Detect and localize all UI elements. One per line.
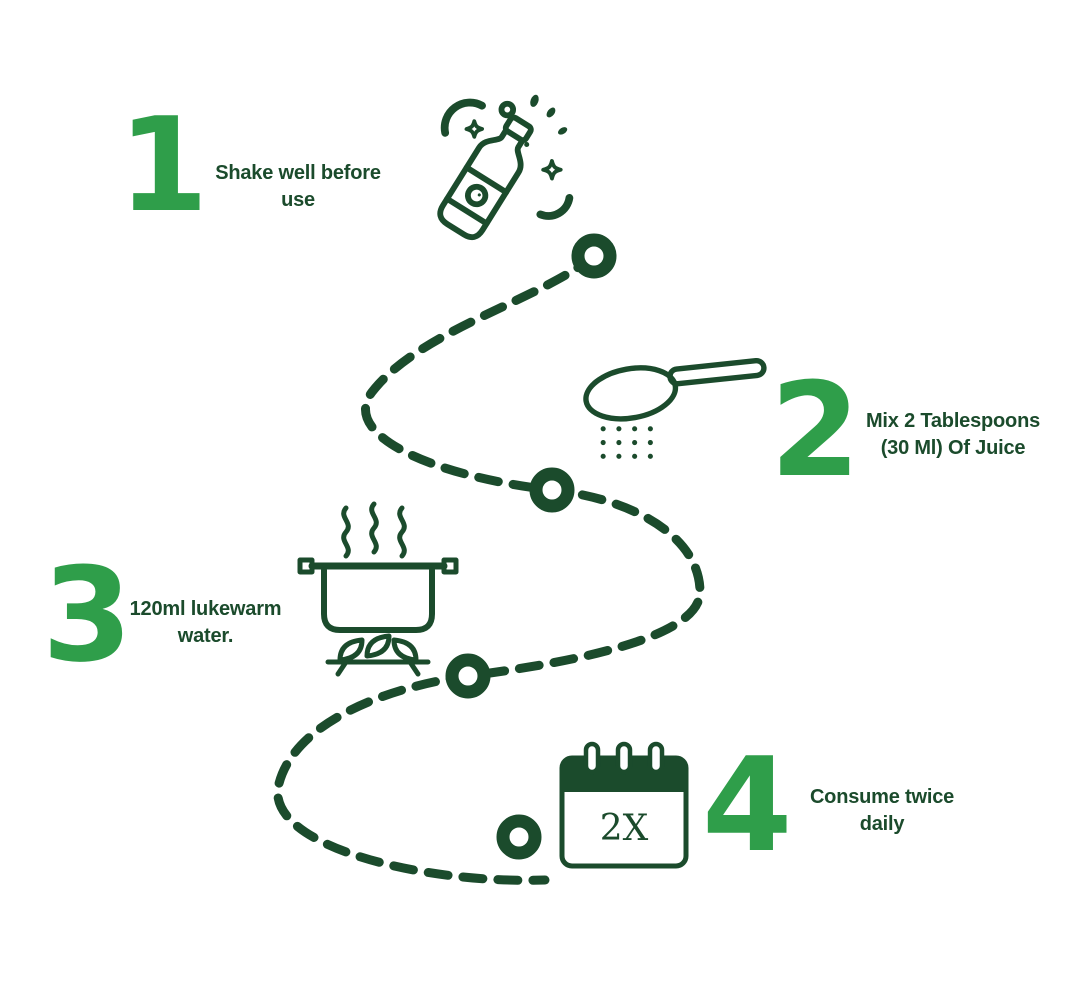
path-node-dot-2: [529, 467, 575, 513]
path-node-dot-3: [445, 653, 491, 699]
step-2-label: Mix 2 Tablespoons (30 Ml) Of Juice: [865, 410, 1041, 459]
spoon-drops-icon: [583, 357, 767, 459]
step-4-label: Consume twice daily: [809, 786, 955, 835]
falling-drops: [600, 426, 653, 459]
calendar-ring: [647, 741, 665, 775]
step-3-number: 3: [42, 539, 133, 691]
shake-bottle-icon: [437, 94, 574, 241]
step-2-number: 2: [770, 354, 861, 506]
path-node-dot-4: [496, 814, 542, 860]
calendar-ring: [615, 741, 633, 775]
step-1-label: Shake well before use: [215, 162, 381, 211]
calendar-icon: 2X: [559, 741, 689, 869]
path-node-dot-1: [571, 233, 617, 279]
step-4-number: 4: [702, 729, 793, 881]
calendar-ring: [583, 741, 601, 775]
boiling-pot-icon: [297, 501, 459, 677]
dashed-path: [273, 251, 705, 885]
step-3-label: 120ml lukewarm water.: [129, 598, 282, 647]
calendar-dose-text: 2X: [600, 808, 649, 849]
step-1-number: 1: [118, 89, 209, 241]
